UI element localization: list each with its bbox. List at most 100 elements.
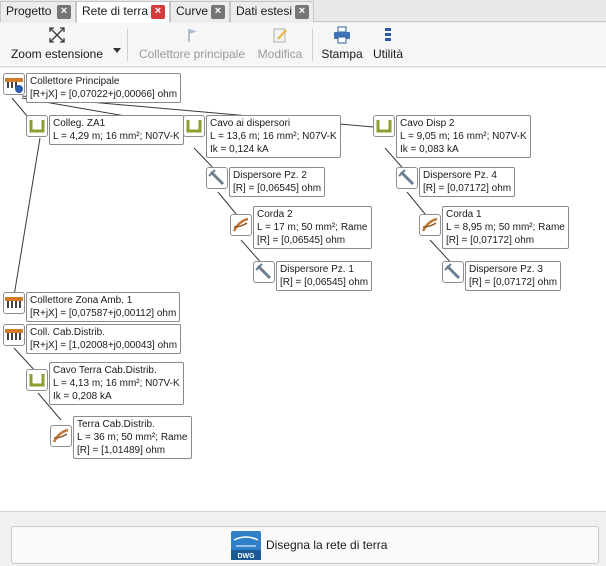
cable-icon xyxy=(183,115,205,137)
tab-label: Curve xyxy=(176,4,209,18)
toolbar-separator xyxy=(127,29,128,61)
zoom-extents-button[interactable]: Zoom estensione xyxy=(8,25,106,65)
node-label-box: Terra Cab.Distrib. L = 36 m; 50 mm²; Ram… xyxy=(73,416,192,459)
cable-icon xyxy=(26,115,48,137)
node-title: Dispersore Pz. 1 xyxy=(280,264,354,275)
modifica-label: Modifica xyxy=(257,47,303,61)
node-title: Collettore Zona Amb. 1 xyxy=(30,295,133,306)
collettore-principale-button[interactable]: Collettore principale xyxy=(136,25,248,65)
close-icon[interactable]: × xyxy=(211,5,225,19)
node-detail: [R] = [0,06545] ohm xyxy=(233,183,322,194)
close-icon[interactable]: × xyxy=(295,5,309,19)
edit-icon xyxy=(273,28,287,43)
node-title: Corda 2 xyxy=(257,209,293,220)
cable-icon xyxy=(26,369,48,391)
node-detail: Ik = 0,124 kA xyxy=(210,144,269,155)
flag-icon xyxy=(188,29,197,42)
node-title: Cavo Terra Cab.Distrib. xyxy=(53,365,157,376)
ground-rod-icon xyxy=(206,167,228,189)
node-detail: [R+jX] = [0,07022+j0,00066] ohm xyxy=(30,89,178,100)
collettore-principale-label: Collettore principale xyxy=(138,47,246,61)
node-detail: L = 4,13 m; 16 mm²; N07V-K xyxy=(53,378,180,389)
node-detail: L = 17 m; 50 mm²; Rame xyxy=(257,222,368,233)
node-detail: Ik = 0,083 kA xyxy=(400,144,459,155)
list-icon xyxy=(385,28,391,41)
node-detail: [R] = [0,07172] ohm xyxy=(423,183,512,194)
node-title: Dispersore Pz. 2 xyxy=(233,170,307,181)
rope-icon xyxy=(230,214,252,236)
tab-label: Rete di terra xyxy=(82,4,149,18)
utilita-button[interactable]: Utilità xyxy=(368,25,408,65)
close-icon[interactable]: × xyxy=(151,5,165,19)
chevron-down-icon xyxy=(113,48,121,53)
node-label-box: Collettore Zona Amb. 1 [R+jX] = [0,07587… xyxy=(26,292,181,322)
node-detail: L = 13,6 m; 16 mm²; N07V-K xyxy=(210,131,337,142)
diagram-canvas[interactable]: Collettore Principale [R+jX] = [0,07022+… xyxy=(0,68,606,512)
node-detail: L = 9,05 m; 16 mm²; N07V-K xyxy=(400,131,527,142)
node-label-box: Colleg. ZA1 L = 4,29 m; 16 mm²; N07V-K xyxy=(49,115,184,145)
node-title: Colleg. ZA1 xyxy=(53,118,106,129)
tab-progetto[interactable]: Progetto × xyxy=(0,1,76,22)
busbar-icon xyxy=(3,324,25,346)
node-title: Cavo ai dispersori xyxy=(210,118,291,129)
node-label-box: Collettore Principale [R+jX] = [0,07022+… xyxy=(26,73,182,103)
node-label-box: Cavo Disp 2 L = 9,05 m; 16 mm²; N07V-K I… xyxy=(396,115,531,158)
node-label-box: Coll. Cab.Distrib. [R+jX] = [1,02008+j0,… xyxy=(26,324,182,354)
tab-label: Dati estesi xyxy=(236,4,293,18)
node-label-box: Cavo ai dispersori L = 13,6 m; 16 mm²; N… xyxy=(206,115,341,158)
stampa-label: Stampa xyxy=(321,47,363,61)
node-detail: L = 36 m; 50 mm²; Rame xyxy=(77,432,188,443)
bottom-area: DWG Disegna la rete di terra xyxy=(0,512,606,566)
busbar-icon xyxy=(3,73,25,95)
ground-rod-icon xyxy=(396,167,418,189)
tab-dati-estesi[interactable]: Dati estesi × xyxy=(230,1,314,22)
draw-ground-network-button[interactable]: DWG Disegna la rete di terra xyxy=(11,526,599,564)
node-label-box: Dispersore Pz. 2 [R] = [0,06545] ohm xyxy=(229,167,326,197)
node-detail: [R] = [0,06545] ohm xyxy=(257,235,346,246)
printer-icon xyxy=(334,26,350,44)
ground-rod-icon xyxy=(442,261,464,283)
node-title: Coll. Cab.Distrib. xyxy=(30,327,106,338)
node-label-box: Corda 1 L = 8,95 m; 50 mm²; Rame [R] = [… xyxy=(442,206,569,249)
tab-rete-di-terra[interactable]: Rete di terra × xyxy=(76,1,170,23)
tab-curve[interactable]: Curve × xyxy=(170,1,230,22)
node-detail: [R+jX] = [1,02008+j0,00043] ohm xyxy=(30,340,178,351)
node-title: Cavo Disp 2 xyxy=(400,118,455,129)
node-title: Dispersore Pz. 4 xyxy=(423,170,497,181)
draw-button-label: Disegna la rete di terra xyxy=(266,538,388,552)
node-label-box: Dispersore Pz. 1 [R] = [0,06545] ohm xyxy=(276,261,373,291)
node-title: Corda 1 xyxy=(446,209,482,220)
tab-bar: Progetto × Rete di terra × Curve × Dati … xyxy=(0,0,606,23)
modifica-button[interactable]: Modifica xyxy=(252,25,308,65)
tab-label: Progetto xyxy=(6,4,52,18)
node-detail: L = 8,95 m; 50 mm²; Rame xyxy=(446,222,565,233)
close-icon[interactable]: × xyxy=(57,5,71,19)
node-label-box: Dispersore Pz. 3 [R] = [0,07172] ohm xyxy=(465,261,562,291)
node-title: Terra Cab.Distrib. xyxy=(77,419,155,430)
node-title: Dispersore Pz. 3 xyxy=(469,264,543,275)
node-detail: [R] = [0,07172] ohm xyxy=(446,235,535,246)
node-detail: [R] = [1,01489] ohm xyxy=(77,445,166,456)
utilita-label: Utilità xyxy=(372,47,403,61)
toolbar: Zoom estensione Collettore principale Mo… xyxy=(0,23,606,67)
stampa-button[interactable]: Stampa xyxy=(318,25,366,65)
node-detail: L = 4,29 m; 16 mm²; N07V-K xyxy=(53,131,180,142)
cable-icon xyxy=(373,115,395,137)
node-title: Collettore Principale xyxy=(30,76,120,87)
node-detail: [R+jX] = [0,07587+j0,00112] ohm xyxy=(30,308,177,319)
node-detail: Ik = 0,208 kA xyxy=(53,391,112,402)
rope-icon xyxy=(50,425,72,447)
dwg-file-icon: DWG xyxy=(230,530,262,561)
node-detail: [R] = [0,06545] ohm xyxy=(280,277,369,288)
zoom-dropdown-button[interactable] xyxy=(110,25,124,65)
zoom-extents-label: Zoom estensione xyxy=(10,47,104,61)
node-detail: [R] = [0,07172] ohm xyxy=(469,277,558,288)
zoom-extents-icon xyxy=(49,27,65,43)
node-label-box: Corda 2 L = 17 m; 50 mm²; Rame [R] = [0,… xyxy=(253,206,372,249)
node-label-box: Dispersore Pz. 4 [R] = [0,07172] ohm xyxy=(419,167,516,197)
rope-icon xyxy=(419,214,441,236)
busbar-icon xyxy=(3,292,25,314)
dwg-icon-text: DWG xyxy=(237,553,255,560)
toolbar-separator xyxy=(312,29,313,61)
node-label-box: Cavo Terra Cab.Distrib. L = 4,13 m; 16 m… xyxy=(49,362,184,405)
